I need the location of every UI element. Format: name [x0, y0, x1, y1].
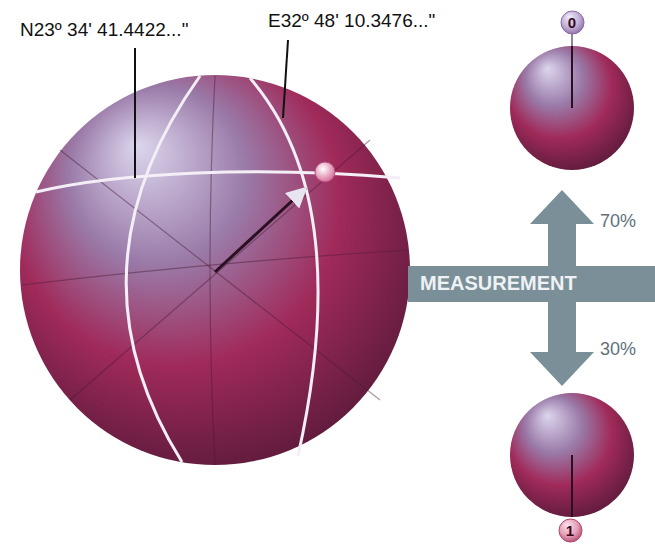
leader-line	[134, 48, 136, 178]
state-point	[315, 162, 335, 182]
stem-line	[571, 34, 573, 46]
outcome-sphere	[510, 393, 634, 517]
ball-shape	[561, 11, 584, 34]
measurement-arrow	[408, 190, 655, 386]
probability-label: 70%	[600, 212, 636, 232]
state-vector	[215, 188, 306, 272]
outcome-ball: 0	[560, 10, 585, 35]
outcome-ball: 1	[558, 518, 583, 543]
latitude-label: N23º 34' 41.4422..."	[20, 20, 188, 41]
measurement-label: MEASUREMENT	[420, 272, 577, 294]
outcome-digit: 1	[558, 522, 583, 539]
ball-shape	[559, 519, 582, 542]
state-vector	[571, 455, 573, 517]
longitude-label: E32º 48' 10.3476..."	[268, 11, 435, 32]
sphere-grid	[22, 76, 408, 464]
state-sphere	[20, 75, 410, 465]
leader-line	[283, 40, 288, 118]
outcome-sphere	[510, 46, 634, 170]
sphere-coordinate-lines	[36, 76, 400, 462]
state-vector	[571, 46, 573, 108]
outcome-digit: 0	[560, 14, 585, 31]
probability-label: 30%	[600, 340, 636, 360]
